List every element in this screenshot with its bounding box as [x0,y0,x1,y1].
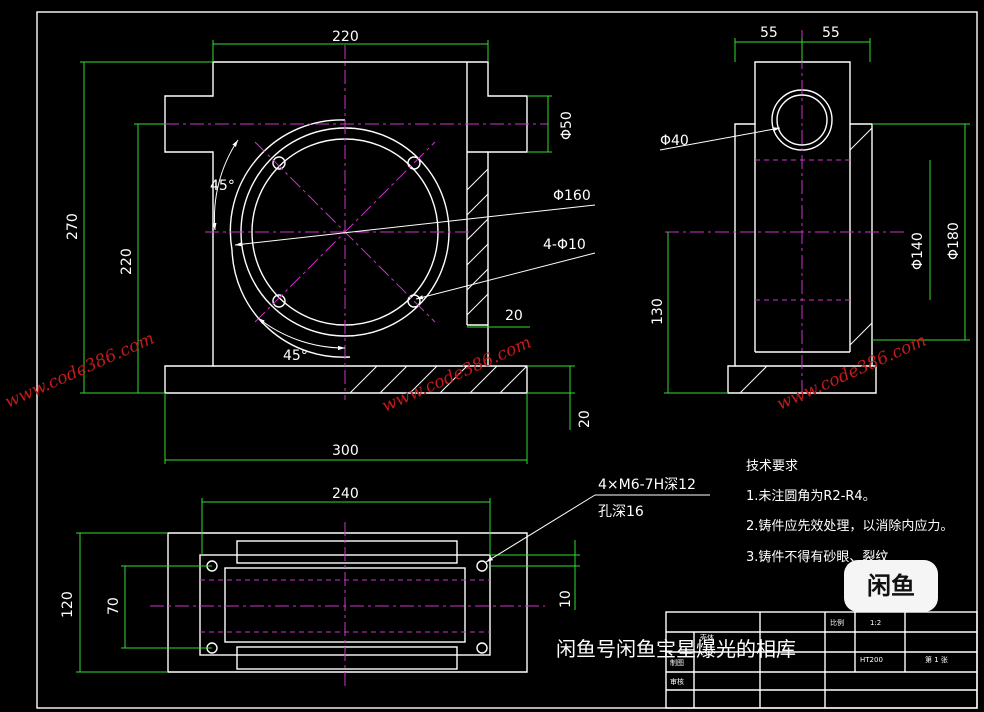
dim-bolt-holes: 4-Φ10 [543,237,586,253]
thread-callout-line2: 孔深16 [598,504,644,520]
front-view: 220 270 220 300 Φ50 Φ160 4-Φ10 45° 45° 2… [65,29,596,464]
thread-hole [476,560,488,572]
front-body-outline [164,61,528,394]
bolt-hole [272,156,286,170]
title-scale-value: 1:2 [870,619,881,627]
bolt-hole [407,294,421,308]
dim-side-half-left: 55 [760,25,778,41]
tech-title: 技术要求 [746,459,798,474]
dim-front-height-total: 270 [65,213,81,240]
side-view: 55 55 Φ40 Φ140 Φ180 130 [650,25,970,405]
title-scale-label: 比例 [830,618,844,627]
thread-hole [476,642,488,654]
tech-requirements: 技术要求 1.未注圆角为R2-R4。 2.铸件应先效处理，以消除内应力。 3.铸… [746,459,953,565]
tech-item-1: 1.未注圆角为R2-R4。 [746,489,876,504]
overlay-caption: 闲鱼号闲鱼宝星爆光的相库 [556,637,796,661]
bolt-hole [407,156,421,170]
xianyu-logo: 闲鱼 [844,560,938,612]
dim-flange-diameter: Φ160 [553,188,591,204]
dim-front-width-base: 300 [332,443,359,459]
dim-angle-top: 45° [210,178,235,194]
dim-base-thickness: 20 [577,410,593,428]
drawing-frame [36,11,978,709]
bolt-hole [272,294,286,308]
logo-text: 闲鱼 [867,572,915,600]
title-row-design: 制图 [670,658,684,667]
dim-top-width-outer: 120 [60,591,76,618]
title-part-name: 壳体 [700,633,714,642]
top-body-outline [167,532,528,673]
dim-top-slot: 10 [558,590,574,608]
front-wall-hatching [349,168,528,394]
watermark-center: www.code386.com [379,333,535,417]
title-block: 壳体 比例 1:2 HT200 第 1 张 制图 审核 [665,611,978,709]
dim-boss-diameter: Φ50 [559,111,575,140]
tech-item-2: 2.铸件应先效处理，以消除内应力。 [746,518,953,534]
watermark-left: www.code386.com [2,329,158,413]
title-material: HT200 [860,656,883,664]
dim-side-hole-diameter: Φ40 [660,133,689,149]
top-view: 240 120 70 10 4×M6-7H深12 孔深16 [60,477,710,690]
dim-front-width-top: 220 [332,29,359,45]
dim-angle-bottom: 45° [283,348,308,364]
side-hatching [739,127,873,394]
dim-wall-thickness: 20 [505,308,523,324]
dim-side-half-right: 55 [822,25,840,41]
dim-side-center-height: 130 [650,298,666,325]
dim-top-length: 240 [332,486,359,502]
title-sheet: 第 1 张 [925,655,948,664]
thread-callout-line1: 4×M6-7H深12 [598,477,696,493]
dim-front-height-inner: 220 [119,248,135,275]
dim-side-outer-diameter: Φ180 [946,222,962,260]
dim-side-inner-diameter: Φ140 [910,232,926,270]
dim-top-width-inner: 70 [106,597,122,615]
title-row-check: 审核 [670,677,684,686]
